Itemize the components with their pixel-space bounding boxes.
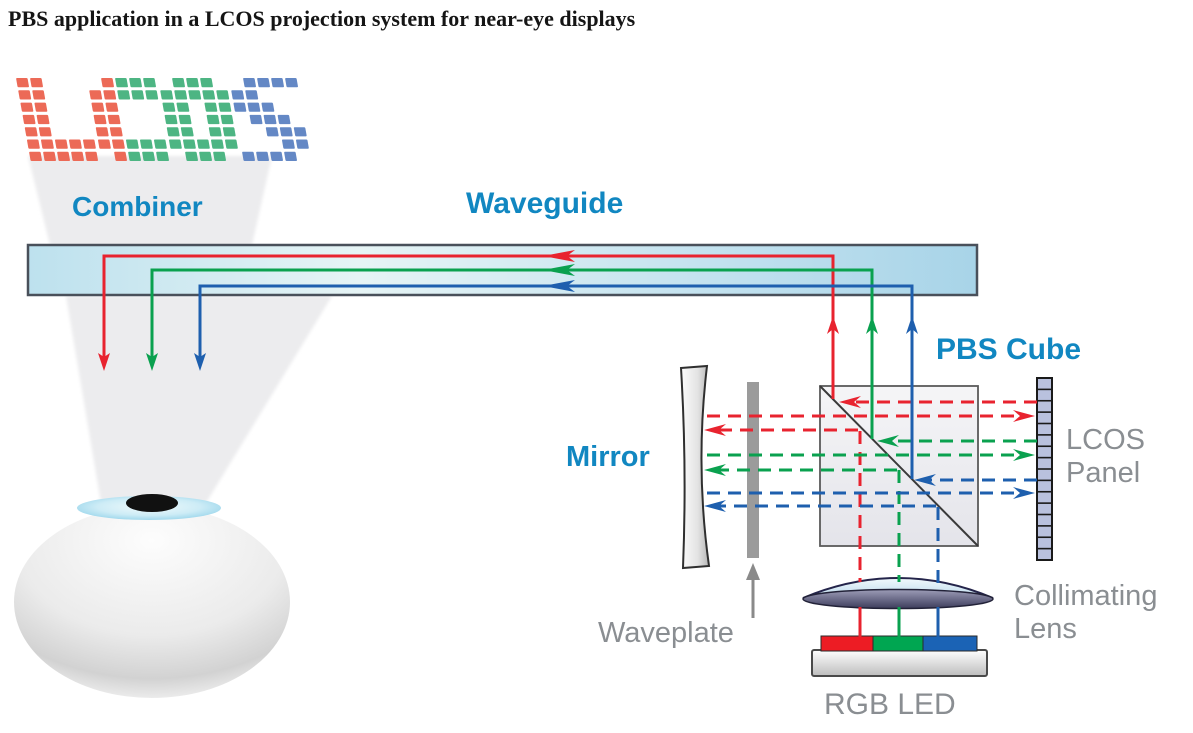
lcos-pixel-logo [16, 78, 309, 162]
projection-cone-lower [66, 296, 332, 503]
green-beam-solid [146, 264, 901, 637]
collimating-lens-label-line1: Collimating [1014, 580, 1158, 612]
combiner-label: Combiner [72, 191, 203, 222]
eye-ball [14, 506, 290, 698]
waveplate-bar [747, 382, 759, 558]
collimating-lens-label-line2: Lens [1014, 613, 1077, 645]
lcos-panel-label-line1: LCOS [1066, 424, 1145, 456]
lcos-panel-label-line2: Panel [1066, 457, 1141, 489]
led-chip-blue [922, 635, 978, 652]
blue-beam-dashed [704, 474, 1037, 584]
led-chip-red [820, 635, 874, 652]
collimating-lens-label: Collimating Lens [1014, 580, 1157, 646]
mirror-label: Mirror [566, 441, 650, 473]
eye-pupil [126, 494, 178, 512]
projection-cone-upper [28, 156, 272, 245]
waveplate-pointer-arrow [746, 563, 760, 618]
green-beam-dashed [704, 435, 1037, 582]
pbs-cube-diagonal [819, 385, 979, 547]
waveguide-label: Waveguide [466, 187, 624, 220]
led-chip-green [872, 635, 924, 652]
pbs-cube-label: PBS Cube [936, 333, 1082, 366]
red-beam-solid [98, 250, 862, 637]
rgb-led [811, 635, 988, 677]
curved-mirror [679, 364, 711, 570]
lcos-panel-label: LCOS Panel [1066, 424, 1145, 490]
collimating-lens [802, 577, 994, 610]
lcos-panel [1036, 377, 1053, 561]
diagram-title: PBS application in a LCOS projection sys… [8, 6, 636, 31]
waveplate-label: Waveplate [598, 617, 734, 649]
blue-beam-solid [194, 280, 940, 637]
led-base [811, 649, 988, 677]
rgb-led-label: RGB LED [824, 688, 956, 721]
